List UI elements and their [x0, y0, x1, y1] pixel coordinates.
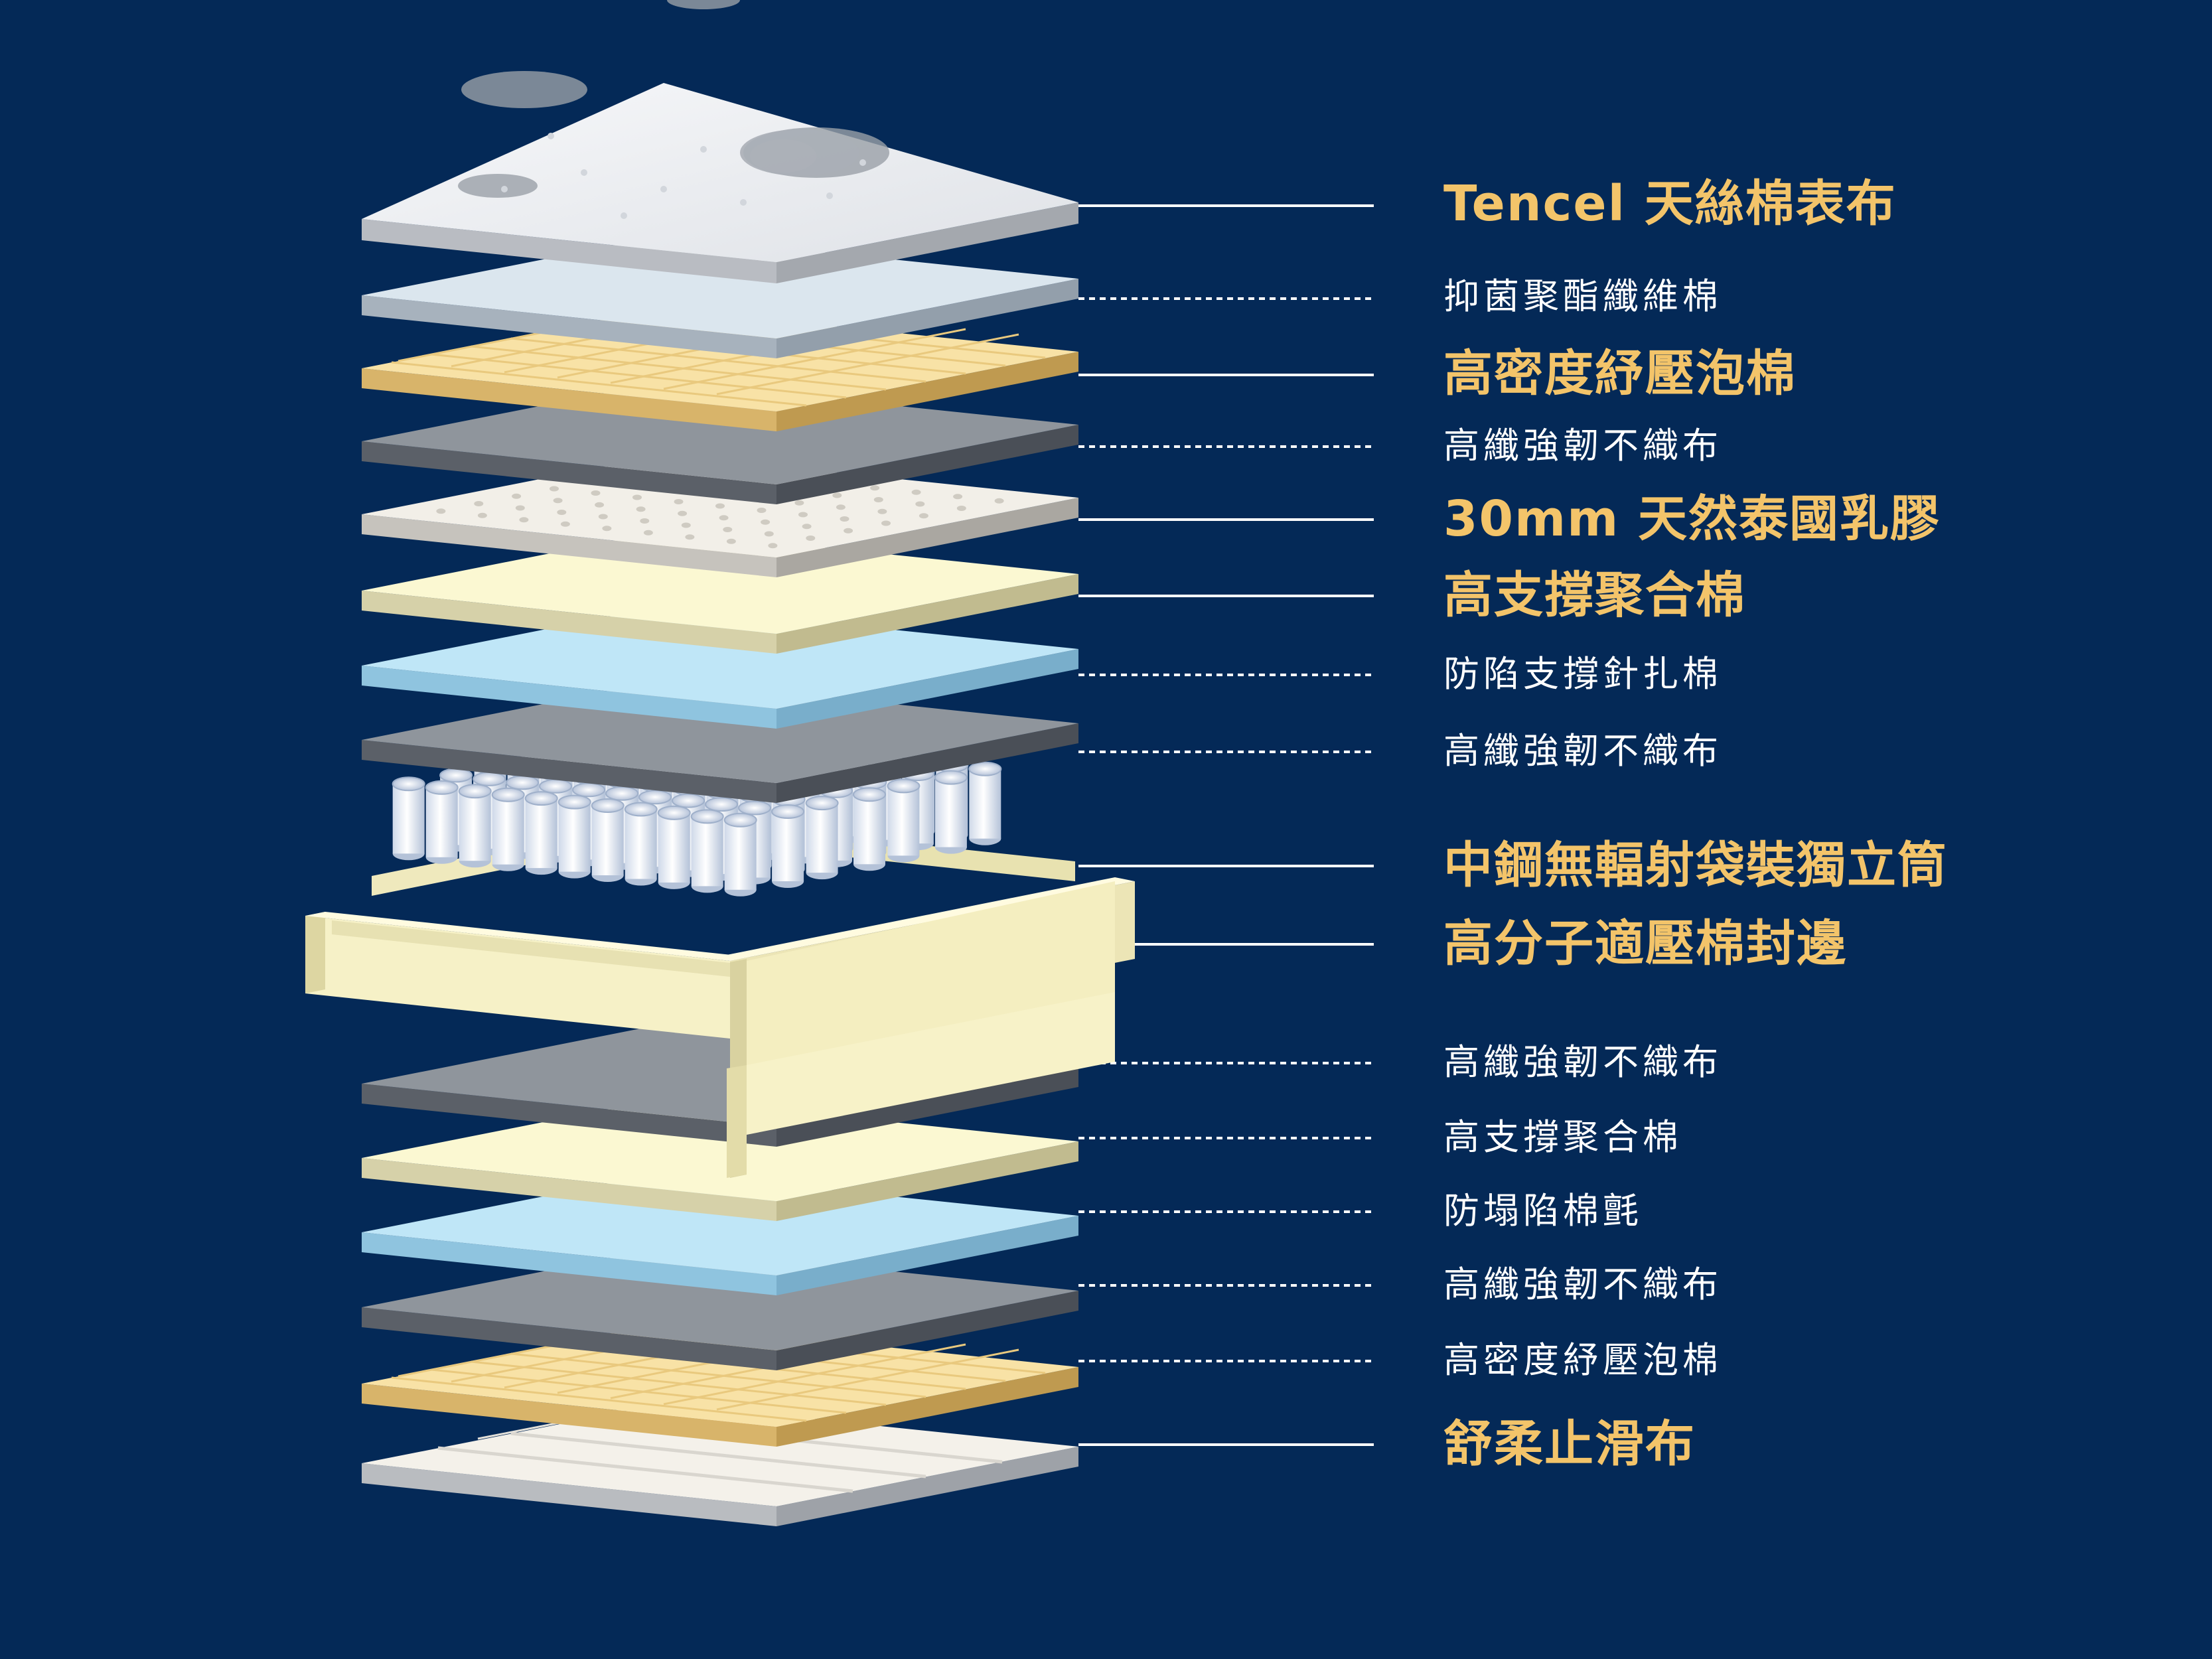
latex-perforation — [719, 515, 729, 521]
layer-needle-cotton — [362, 606, 1078, 729]
latex-perforation — [953, 494, 963, 500]
pocket-spring — [805, 796, 839, 880]
latex-perforation — [844, 528, 853, 534]
layer-nonwoven-1 — [362, 382, 1078, 504]
layer-felt — [362, 1173, 1078, 1295]
latex-perforation — [674, 499, 684, 504]
pocket-spring — [458, 784, 492, 868]
layer-memory-foam — [362, 300, 1078, 431]
layer-tencel-fabric — [362, 0, 1078, 283]
layer-support-cotton-bottom — [362, 1098, 1078, 1221]
latex-perforation — [761, 519, 771, 525]
latex-perforation — [757, 508, 767, 513]
label-support-cotton-2: 高支撐聚合棉 — [1443, 1116, 1682, 1158]
pocket-spring — [934, 770, 968, 854]
latex-perforation — [870, 485, 880, 491]
latex-perforation — [557, 510, 567, 515]
pocket-spring — [491, 787, 525, 871]
latex-perforation — [877, 508, 887, 514]
pocket-spring — [524, 791, 558, 875]
latex-perforation — [640, 518, 650, 524]
latex-perforation — [798, 512, 808, 518]
latex-perforation — [881, 520, 891, 526]
label-edge-support: 高分子適壓棉封邊 — [1443, 915, 1847, 972]
label-needle-cotton: 防陷支撐針扎棉 — [1443, 653, 1722, 695]
label-tencel-fabric: Tencel 天絲棉表布 — [1443, 175, 1897, 232]
label-memory-foam: 高密度紓壓泡棉 — [1443, 345, 1797, 402]
pocket-spring — [591, 798, 625, 882]
latex-perforation — [715, 503, 725, 509]
layer-antibacterial — [362, 236, 1078, 358]
latex-perforation — [474, 501, 484, 506]
label-felt: 防塌陷棉氈 — [1443, 1190, 1643, 1232]
latex-perforation — [915, 501, 925, 507]
latex-perforation — [636, 506, 646, 512]
label-support-cotton: 高支撐聚合棉 — [1443, 567, 1746, 624]
pocket-spring — [657, 805, 691, 889]
pocket-spring — [624, 802, 658, 886]
pocket-spring — [425, 780, 459, 864]
latex-perforation — [678, 510, 688, 516]
pocket-spring — [771, 804, 805, 888]
label-nonwoven-1: 高纖強韌不織布 — [1443, 425, 1722, 467]
pocket-spring — [723, 812, 757, 897]
latex-perforation — [794, 500, 804, 506]
latex-perforation — [836, 504, 846, 510]
latex-perforation — [802, 524, 812, 530]
layer-base-cloth — [362, 1379, 1078, 1526]
label-latex: 30mm 天然泰國乳膠 — [1443, 490, 1941, 547]
latex-perforation — [560, 521, 570, 527]
connector-lines — [1078, 204, 1374, 1446]
latex-perforation — [956, 506, 966, 511]
latex-perforation — [832, 492, 842, 498]
latex-perforation — [840, 516, 849, 522]
latex-perforation — [632, 494, 642, 500]
latex-perforation — [723, 527, 733, 532]
pocket-spring — [690, 809, 724, 893]
latex-perforation — [873, 497, 883, 502]
latex-perforation — [602, 526, 612, 532]
pocket-spring — [887, 778, 921, 863]
label-nonwoven-2: 高纖強韌不織布 — [1443, 730, 1722, 772]
latex-perforation — [512, 493, 522, 499]
latex-perforation — [911, 489, 921, 495]
latex-perforation — [994, 498, 1004, 504]
latex-perforation — [643, 530, 653, 536]
pocket-spring — [557, 794, 591, 879]
pocket-spring — [968, 761, 1002, 845]
latex-perforation — [681, 522, 691, 528]
pocket-spring — [392, 776, 425, 861]
latex-perforation — [553, 498, 563, 504]
latex-perforation — [436, 508, 446, 514]
latex-perforation — [768, 543, 778, 549]
pocket-spring — [853, 787, 886, 871]
latex-perforation — [764, 531, 774, 537]
latex-perforation — [519, 517, 529, 523]
latex-perforation — [595, 502, 605, 508]
layer-nonwoven-2 — [362, 680, 1078, 803]
label-base-cloth: 舒柔止滑布 — [1443, 1415, 1696, 1473]
latex-perforation — [477, 512, 487, 518]
latex-perforation — [598, 514, 608, 520]
label-nonwoven-4: 高纖強韌不織布 — [1443, 1263, 1722, 1305]
latex-perforation — [591, 490, 601, 496]
label-nonwoven-3: 高纖強韌不織布 — [1443, 1041, 1722, 1083]
layer-nonwoven-4 — [362, 1248, 1078, 1370]
label-memory-foam-2: 高密度紓壓泡棉 — [1443, 1339, 1722, 1381]
latex-perforation — [685, 534, 695, 540]
latex-perforation — [919, 513, 928, 519]
latex-perforation — [515, 505, 525, 511]
latex-perforation — [806, 536, 816, 541]
latex-perforation — [726, 538, 736, 544]
label-antibacterial-cotton: 抑菌聚酯纖維棉 — [1443, 275, 1722, 317]
layer-latex — [362, 455, 1078, 577]
label-pocket-springs: 中鋼無輻射袋裝獨立筒 — [1443, 837, 1948, 894]
latex-perforation — [550, 486, 559, 492]
layer-support-cotton — [362, 531, 1078, 654]
